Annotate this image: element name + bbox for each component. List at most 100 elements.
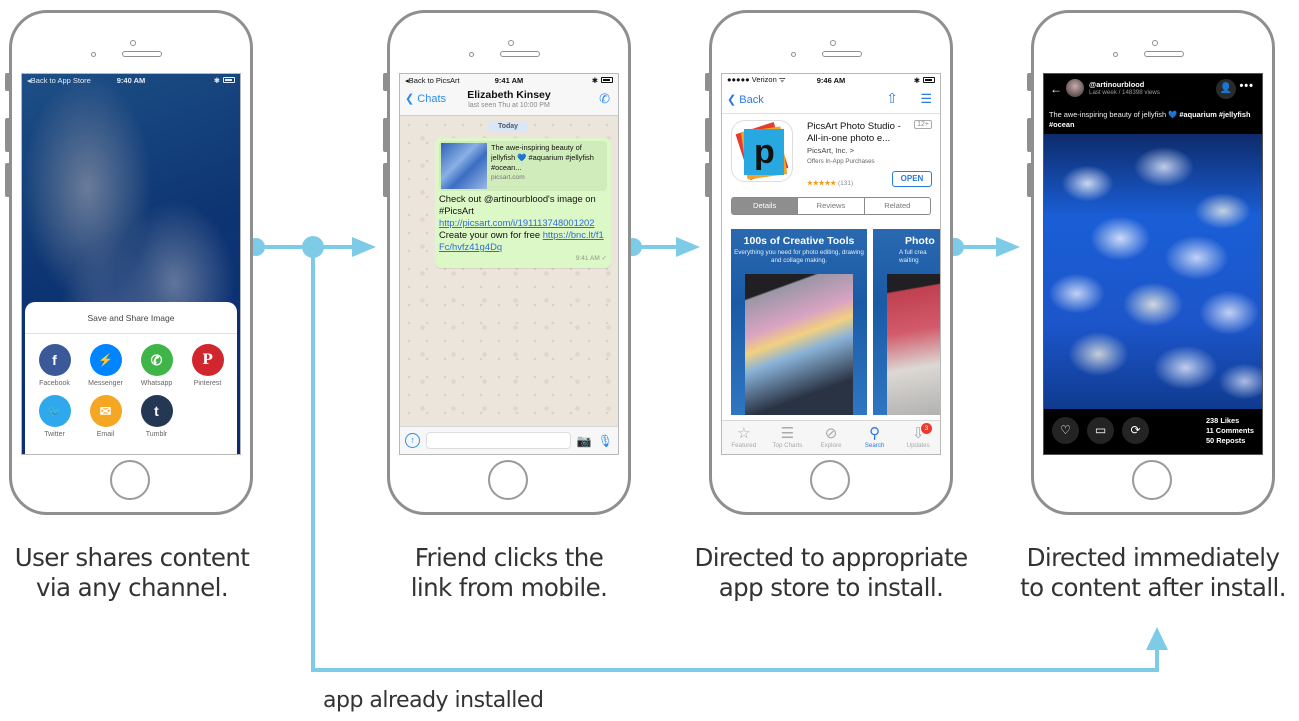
list-icon[interactable]: ☰: [920, 91, 932, 106]
repost-icon[interactable]: ⟳: [1122, 417, 1149, 444]
picsart-post-screen: ← @artinourblood Last week / 148398 view…: [1043, 73, 1263, 455]
picsart-link[interactable]: http://picsart.com/i/191113748001202: [439, 217, 595, 228]
post-meta: Last week / 148398 views: [1089, 89, 1160, 96]
explore-compass-icon: ⊘: [824, 425, 838, 442]
battery-icon: ✱: [592, 76, 613, 85]
camera-icon[interactable]: 📷: [576, 433, 592, 448]
phone-content-step: ← @artinourblood Last week / 148398 view…: [1027, 10, 1275, 515]
chat-header: ◂Back to PicsArt 9:41 AM ✱ ❮ Chats Eliza…: [400, 74, 618, 116]
share-email-button[interactable]: ✉ Email: [80, 395, 131, 438]
avatar[interactable]: [1066, 79, 1084, 97]
tab-related[interactable]: Related: [863, 198, 930, 214]
share-sheet-title: Save and Share Image: [25, 302, 237, 334]
tab-search[interactable]: ⚲Search: [864, 425, 885, 450]
arrow-left-icon[interactable]: ←: [1050, 82, 1062, 96]
share-twitter-button[interactable]: 🐦 Twitter: [29, 395, 80, 438]
battery-icon: ✱: [214, 76, 235, 85]
home-button[interactable]: [110, 460, 150, 500]
carrier-signal: ●●●●● Verizon ᯤ: [727, 75, 786, 84]
more-options-icon[interactable]: •••: [1239, 80, 1254, 92]
chats-back-button[interactable]: ❮ Chats: [405, 93, 447, 105]
username[interactable]: @artinourblood: [1089, 80, 1145, 89]
share-whatsapp-button[interactable]: ✆ Whatsapp: [131, 344, 182, 387]
share-tumblr-button[interactable]: t Tumblr: [131, 395, 182, 438]
jellyfish-photo: [1044, 134, 1262, 409]
link-preview[interactable]: The awe-inspiring beauty of jellyfish 💙 …: [439, 141, 607, 191]
likes-count[interactable]: 238 Likes: [1205, 415, 1240, 425]
twitter-icon: 🐦: [38, 395, 71, 427]
bypass-label: app already installed: [323, 688, 544, 713]
tab-details[interactable]: Details: [732, 198, 798, 214]
top-charts-icon: ☰: [780, 425, 795, 442]
tab-explore[interactable]: ⊘Explore: [820, 425, 842, 450]
comment-icon[interactable]: ▭: [1087, 417, 1114, 444]
post-stats: 238 Likes 11 Comments 50 Reposts: [1206, 416, 1254, 446]
phone-share-step: ◂Back to App Store 9:40 AM ✱ Save and Sh…: [5, 10, 253, 515]
home-button[interactable]: [810, 460, 850, 500]
whatsapp-chat-screen: ◂Back to PicsArt 9:41 AM ✱ ❮ Chats Eliza…: [399, 73, 619, 455]
contact-name: Elizabeth Kinsey: [467, 89, 551, 101]
status-time: 9:46 AM: [816, 75, 846, 85]
heart-like-icon[interactable]: ♡: [1052, 417, 1079, 444]
message-time: 9:41 AM ✓: [575, 255, 607, 262]
share-facebook-button[interactable]: f Facebook: [29, 344, 80, 387]
chevron-left-icon: ❮: [727, 94, 737, 106]
upload-arrow-icon[interactable]: ↑: [405, 433, 420, 448]
chevron-left-icon: ❮: [405, 93, 415, 105]
share-screen: ◂Back to App Store 9:40 AM ✱ Save and Sh…: [21, 73, 241, 455]
branch-link[interactable]: https://bnc.lt/f1Fc/hvfz41g4Dq: [439, 229, 604, 252]
app-title: PicsArt Photo Studio - All-in-one photo …: [807, 121, 901, 144]
star-rating: ★★★★★ (131): [807, 180, 854, 187]
message-input[interactable]: [426, 432, 571, 449]
message-input-bar: ↑ 📷 🎙: [400, 426, 618, 454]
in-app-purchases-note: Offers In-App Purchases: [807, 158, 875, 165]
jellyfish-thumbnail: [441, 143, 487, 189]
pinterest-icon: P: [191, 344, 224, 376]
share-messenger-button[interactable]: ⚡ Messenger: [80, 344, 131, 387]
comments-count[interactable]: 11 Comments: [1205, 425, 1254, 435]
home-button[interactable]: [488, 460, 528, 500]
message-text: Check out @artinourblood's image on #Pic…: [439, 193, 596, 216]
phone-app-store-step: ●●●●● Verizon ᯤ 9:46 AM ✱ ❮ Back ⇧ ☰ p P…: [705, 10, 953, 515]
app-store-screen: ●●●●● Verizon ᯤ 9:46 AM ✱ ❮ Back ⇧ ☰ p P…: [721, 73, 941, 455]
open-button[interactable]: OPEN: [892, 171, 932, 187]
tab-reviews[interactable]: Reviews: [797, 198, 863, 214]
date-chip: Today: [488, 121, 528, 132]
home-button[interactable]: [1132, 460, 1172, 500]
developer-link[interactable]: PicsArt, Inc. >: [807, 146, 855, 155]
tab-top-charts[interactable]: ☰Top Charts: [772, 425, 803, 450]
tumblr-icon: t: [140, 395, 173, 427]
app-screenshot-1[interactable]: 100s of Creative Tools Everything you ne…: [731, 229, 867, 415]
detail-segmented-control: Details Reviews Related: [731, 197, 931, 215]
message-bubble: The awe-inspiring beauty of jellyfish 💙 …: [435, 138, 611, 268]
app-screenshot-2[interactable]: Photo A full crea waiting: [873, 229, 940, 415]
reposts-count[interactable]: 50 Reposts: [1205, 435, 1246, 445]
featured-star-icon: ☆: [737, 425, 751, 442]
search-icon: ⚲: [869, 425, 881, 442]
status-time: 9:41 AM: [494, 75, 524, 85]
tab-featured[interactable]: ☆Featured: [731, 425, 757, 450]
back-to-app-store-link[interactable]: ◂Back to App Store: [27, 75, 91, 85]
battery-icon: ✱: [914, 76, 935, 85]
whatsapp-icon: ✆: [140, 344, 173, 376]
email-icon: ✉: [89, 395, 122, 427]
share-sheet: Save and Share Image f Facebook ⚡ Messen…: [25, 302, 237, 454]
picsart-app-icon: p: [731, 120, 793, 182]
share-icon[interactable]: ⇧: [886, 90, 898, 106]
back-button[interactable]: ❮ Back: [727, 94, 764, 106]
back-to-picsart-link[interactable]: ◂Back to PicsArt: [405, 75, 460, 85]
post-caption: The awe-inspiring beauty of jellyfish 💙 …: [1049, 110, 1251, 129]
call-phone-icon[interactable]: ✆: [599, 91, 610, 106]
follow-user-icon[interactable]: 👤: [1216, 79, 1236, 99]
age-rating: 12+: [914, 120, 932, 129]
microphone-icon[interactable]: 🎙: [597, 433, 613, 448]
messenger-icon: ⚡: [89, 344, 122, 376]
last-seen: last seen Thu at 10:00 PM: [468, 102, 550, 109]
share-pinterest-button[interactable]: P Pinterest: [182, 344, 233, 387]
facebook-icon: f: [38, 344, 71, 376]
status-time: 9:40 AM: [116, 75, 146, 85]
